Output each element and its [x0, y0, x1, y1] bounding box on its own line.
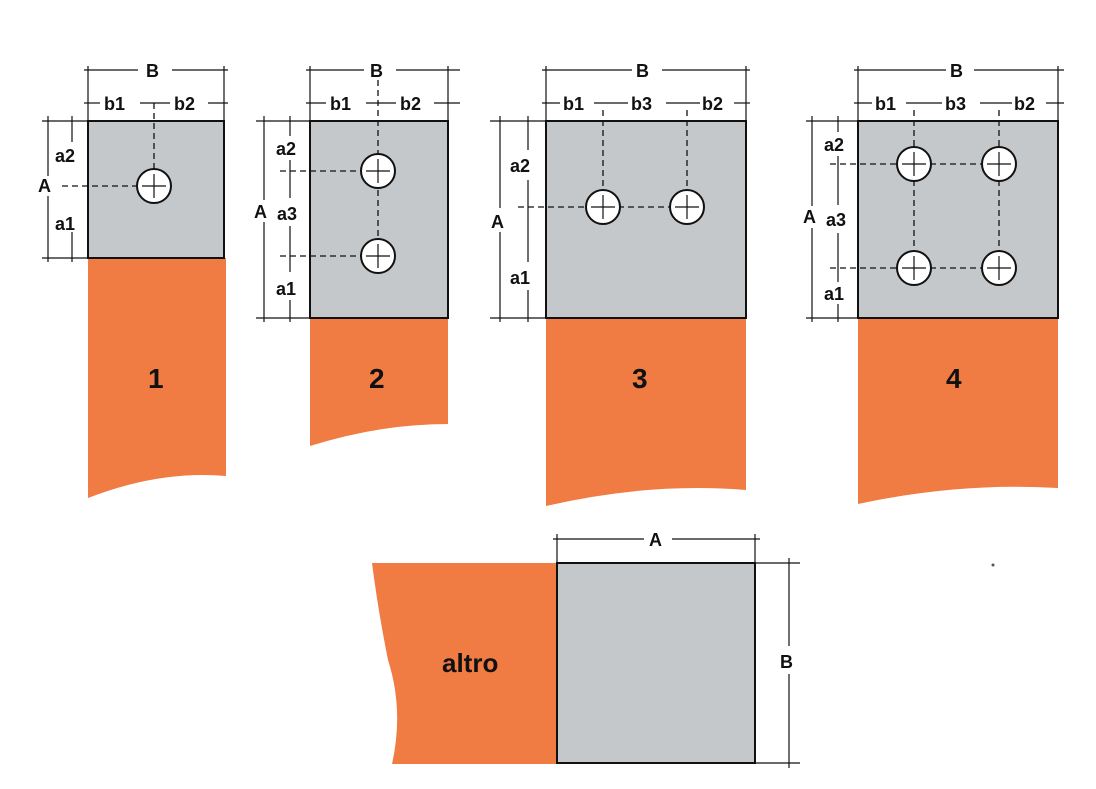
- plate-2: [309, 120, 449, 319]
- plate-3: [545, 120, 747, 319]
- dim-label-a2: a2: [824, 135, 844, 155]
- dim-label-b2: b2: [400, 94, 421, 114]
- dim-label-B: B: [146, 61, 159, 81]
- dim-label-a1: a1: [824, 284, 844, 304]
- dim-label-b1: b1: [104, 94, 125, 114]
- stray-dot: [991, 563, 995, 567]
- figure-2: B b1 b2 A a2 a3 a1 2: [254, 61, 460, 446]
- dim-label-A: A: [254, 202, 267, 222]
- dim-label-A: A: [38, 176, 51, 196]
- dim-label-B: B: [370, 61, 383, 81]
- dim-label-a2: a2: [276, 139, 296, 159]
- dim-label-b1: b1: [563, 94, 584, 114]
- dim-label-a2: a2: [510, 156, 530, 176]
- dim-label-B: B: [950, 61, 963, 81]
- dim-label-A: A: [491, 212, 504, 232]
- plate-4: [857, 120, 1059, 319]
- dim-label-a3: a3: [277, 204, 297, 224]
- dim-label-a3: a3: [826, 210, 846, 230]
- figure-number-1: 1: [148, 363, 164, 394]
- bar-other: [372, 563, 557, 764]
- dim-label-A: A: [803, 207, 816, 227]
- dim-label-a2: a2: [55, 146, 75, 166]
- figure-number-3: 3: [632, 363, 648, 394]
- dim-label-b1: b1: [875, 94, 896, 114]
- dim-label-a1: a1: [510, 268, 530, 288]
- figure-label-other: altro: [442, 648, 498, 678]
- dim-label-B: B: [636, 61, 649, 81]
- figure-number-4: 4: [946, 363, 962, 394]
- figure-3: B b1 b3 b2 A a2 a1 3: [490, 61, 750, 506]
- bar-3: [546, 318, 746, 506]
- dim-label-b2: b2: [702, 94, 723, 114]
- figure-4: B b1 b3 b2 A a2 a3 a1 4: [803, 61, 1064, 504]
- figure-1: B b1 b2 A a2 a1 1: [38, 61, 228, 498]
- plate-other: [556, 562, 756, 764]
- dim-label-b2: b2: [174, 94, 195, 114]
- dim-label-b3: b3: [631, 94, 652, 114]
- dim-label-b2: b2: [1014, 94, 1035, 114]
- dim-label-b1: b1: [330, 94, 351, 114]
- figure-number-2: 2: [369, 363, 385, 394]
- dim-label-B: B: [780, 652, 793, 672]
- dim-label-A: A: [649, 530, 662, 550]
- bar-2: [310, 318, 448, 446]
- bar-1: [88, 258, 226, 498]
- figure-other: A B altro: [372, 530, 800, 768]
- dim-label-b3: b3: [945, 94, 966, 114]
- dim-label-a1: a1: [276, 279, 296, 299]
- bar-4: [858, 318, 1058, 504]
- dim-label-a1: a1: [55, 214, 75, 234]
